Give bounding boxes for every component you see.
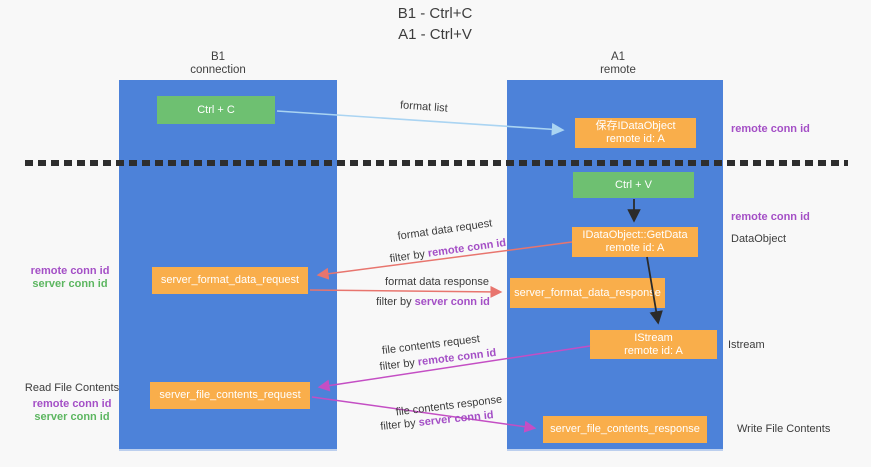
server-file-contents-response-label: server_file_contents_response bbox=[550, 423, 700, 435]
node-ctrl-v: Ctrl + V bbox=[573, 172, 694, 198]
format-list-label: format list bbox=[399, 99, 449, 115]
dataobject-annotation: DataObject bbox=[731, 233, 787, 245]
node-idataobject-getdata: IDataObject::GetData remote id: A bbox=[572, 227, 698, 257]
server-format-data-request-label: server_format_data_request bbox=[160, 274, 300, 286]
node-server-format-data-response: server_format_data_response bbox=[510, 278, 665, 308]
istream-annotation: Istream bbox=[728, 339, 765, 351]
istream-line1: IStream bbox=[634, 331, 673, 344]
server-format-data-response-label: server_format_data_response bbox=[514, 286, 661, 299]
read-file-contents-annotation: Read File Contents bbox=[24, 382, 120, 394]
diagram-title: B1 - Ctrl+C A1 - Ctrl+V bbox=[300, 3, 570, 45]
left-remote-conn-id-bottom: remote conn id bbox=[32, 398, 112, 410]
write-file-contents-annotation: Write File Contents bbox=[737, 423, 831, 435]
node-ctrl-v-label: Ctrl + V bbox=[615, 178, 652, 191]
filter-by-text: filter by bbox=[376, 296, 412, 308]
lane-a1-subtitle: remote bbox=[600, 64, 636, 76]
save-idataobject-line2: remote id: A bbox=[606, 133, 665, 145]
right-remote-conn-id-top: remote conn id bbox=[731, 123, 810, 135]
node-server-file-contents-request: server_file_contents_request bbox=[150, 382, 310, 409]
server-file-contents-request-label: server_file_contents_request bbox=[159, 389, 301, 401]
node-istream: IStream remote id: A bbox=[590, 330, 717, 359]
format-data-response-arrow bbox=[309, 285, 503, 298]
format-data-response-label: format data response bbox=[385, 276, 489, 288]
save-idataobject-line1: 保存IDataObject bbox=[595, 120, 676, 132]
filter-by-text: filter by bbox=[388, 248, 426, 266]
getdata-line1: IDataObject::GetData bbox=[582, 229, 688, 241]
node-getdata-label: IDataObject::GetData remote id: A bbox=[582, 229, 687, 255]
getdata-line2: remote id: A bbox=[605, 242, 665, 254]
left-server-conn-id-bottom: server conn id bbox=[34, 411, 110, 423]
title-line-1: B1 - Ctrl+C bbox=[397, 5, 473, 22]
filter-by-text: filter by bbox=[379, 417, 417, 433]
node-ctrl-c: Ctrl + C bbox=[157, 96, 275, 124]
istream-line2: remote id: A bbox=[624, 344, 683, 357]
node-save-idataobject: 保存IDataObject remote id: A bbox=[575, 118, 696, 148]
node-ctrl-c-label: Ctrl + C bbox=[197, 103, 235, 116]
node-server-file-contents-response: server_file_contents_response bbox=[543, 416, 707, 443]
left-remote-conn-id-top: remote conn id bbox=[30, 265, 110, 277]
lane-a1-name: A1 bbox=[610, 51, 626, 63]
left-conn-id-block-bottom: Read File Contents remote conn id server… bbox=[20, 382, 124, 424]
node-istream-label: IStream remote id: A bbox=[624, 332, 683, 358]
remote-conn-id-text: remote conn id bbox=[427, 236, 507, 260]
filter-by-text: filter by bbox=[378, 356, 416, 374]
title-line-2: A1 - Ctrl+V bbox=[398, 26, 472, 43]
filter-by-server-conn-id-label-1: filter by server conn id bbox=[363, 296, 503, 309]
node-save-idataobject-label: 保存IDataObject remote id: A bbox=[595, 120, 675, 146]
lane-header-a1: A1 remote bbox=[548, 51, 688, 77]
lane-b1-subtitle: connection bbox=[190, 64, 246, 76]
left-conn-id-block-top: remote conn id server conn id bbox=[20, 265, 120, 291]
lane-b1-name: B1 bbox=[210, 51, 226, 63]
right-remote-conn-id-mid: remote conn id bbox=[731, 211, 810, 223]
server-conn-id-text: server conn id bbox=[414, 296, 490, 308]
left-server-conn-id-top: server conn id bbox=[32, 278, 108, 290]
lane-header-b1: B1 connection bbox=[148, 51, 288, 77]
phase-separator-dashed-line bbox=[25, 160, 848, 166]
node-server-format-data-request: server_format_data_request bbox=[152, 267, 308, 294]
